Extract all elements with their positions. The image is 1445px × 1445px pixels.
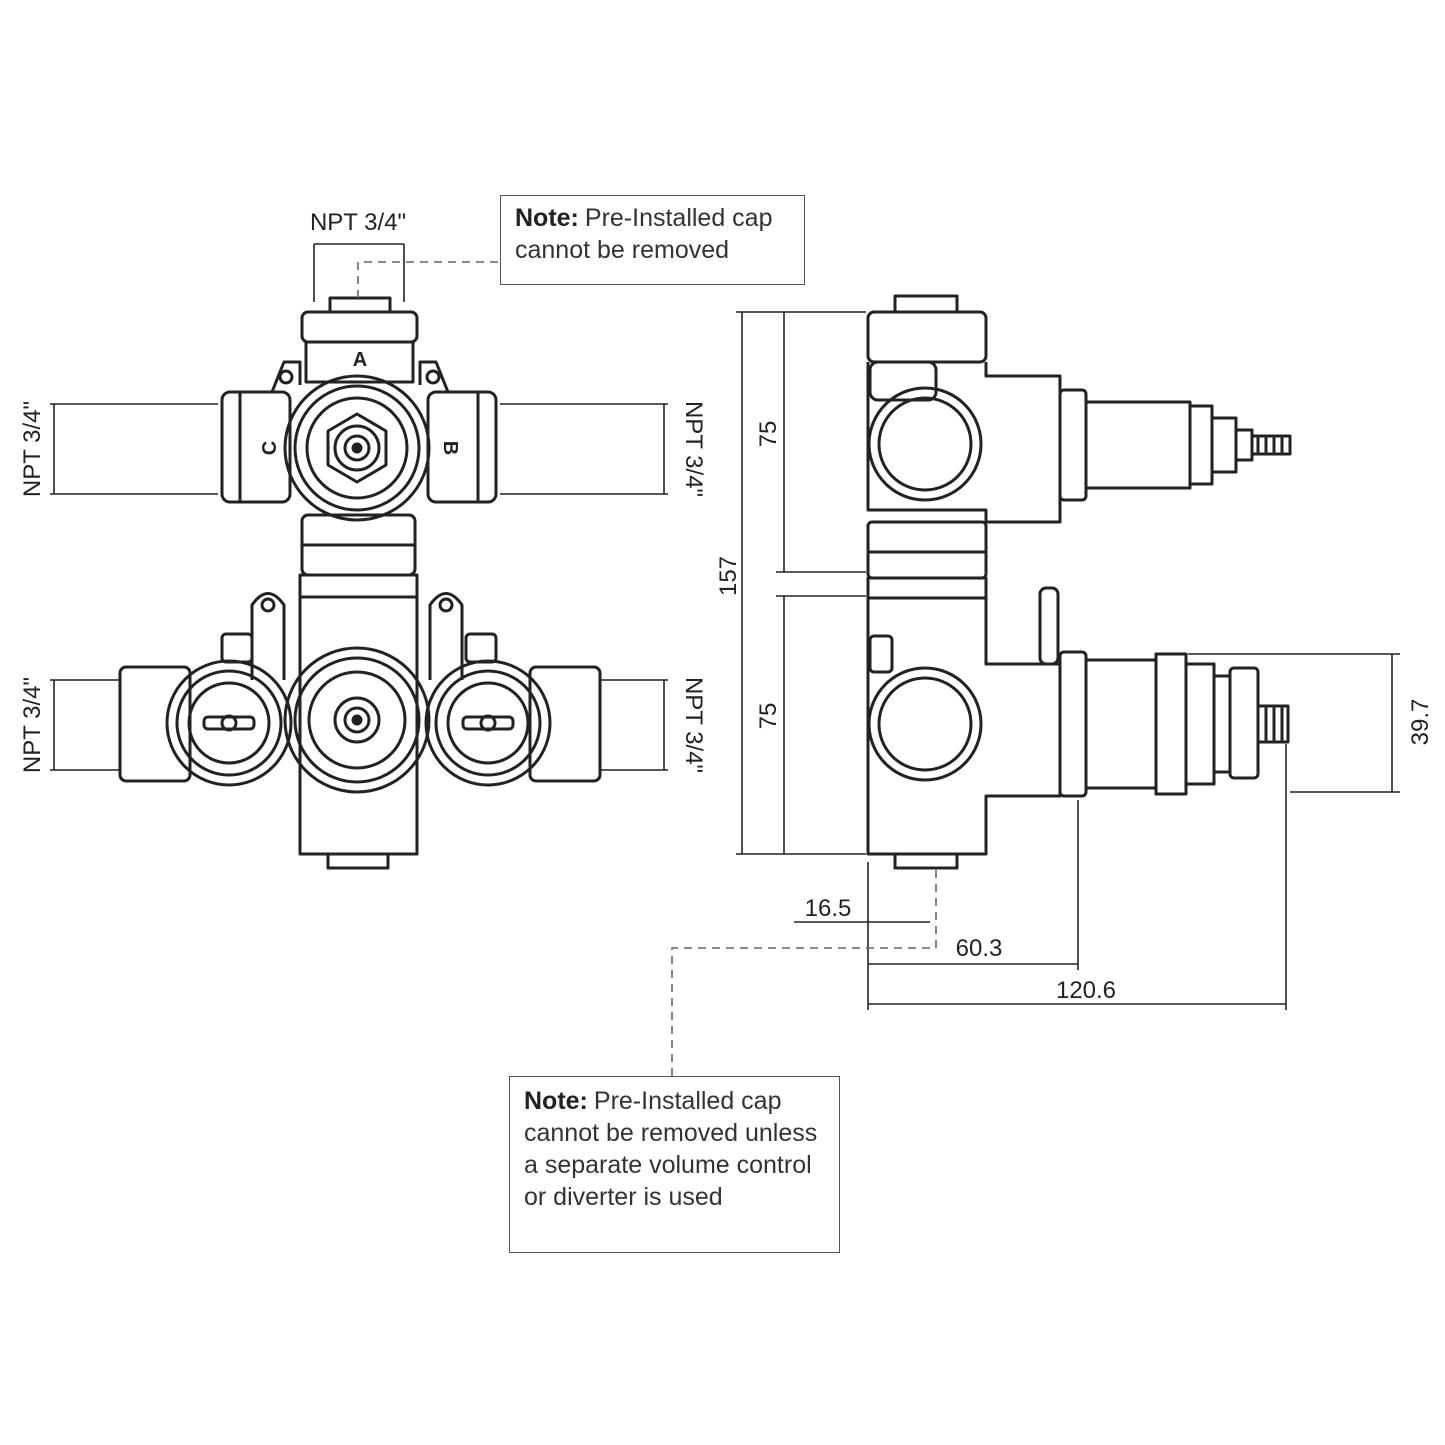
npt-top-label: NPT 3/4" — [310, 209, 406, 236]
note-top-heading: Note: — [515, 204, 579, 232]
offset-120-6-label: 120.6 — [1056, 977, 1116, 1004]
height-75-upper-label: 75 — [755, 421, 782, 448]
note-top-text: Pre-Installed cap cannot be removed — [515, 204, 773, 264]
height-75-lower-label: 75 — [755, 703, 782, 730]
note-bottom-text: Pre-Installed cap cannot be removed unle… — [524, 1087, 818, 1211]
note-bottom-heading: Note: — [524, 1087, 588, 1115]
npt-upper-right-label: NPT 3/4" — [680, 401, 707, 497]
npt-lower-left-label: NPT 3/4" — [19, 677, 46, 773]
npt-upper-left-label: NPT 3/4" — [19, 401, 46, 497]
port-a-letter: A — [353, 349, 367, 371]
stem-39-7-label: 39.7 — [1407, 699, 1434, 746]
note-leaders — [357, 261, 937, 1076]
dimension-lines — [50, 243, 1400, 1010]
side-view — [866, 294, 1292, 870]
npt-lower-right-label: NPT 3/4" — [680, 677, 707, 773]
note-top: Note:Pre-Installed cap cannot be removed — [500, 195, 805, 285]
offset-16-5-label: 16.5 — [805, 895, 852, 922]
height-157-label: 157 — [715, 556, 742, 596]
note-bottom: Note:Pre-Installed cap cannot be removed… — [509, 1076, 840, 1253]
front-view — [118, 296, 602, 870]
port-c-letter: C — [259, 441, 281, 455]
port-b-letter: B — [439, 441, 461, 455]
offset-60-3-label: 60.3 — [956, 935, 1003, 962]
